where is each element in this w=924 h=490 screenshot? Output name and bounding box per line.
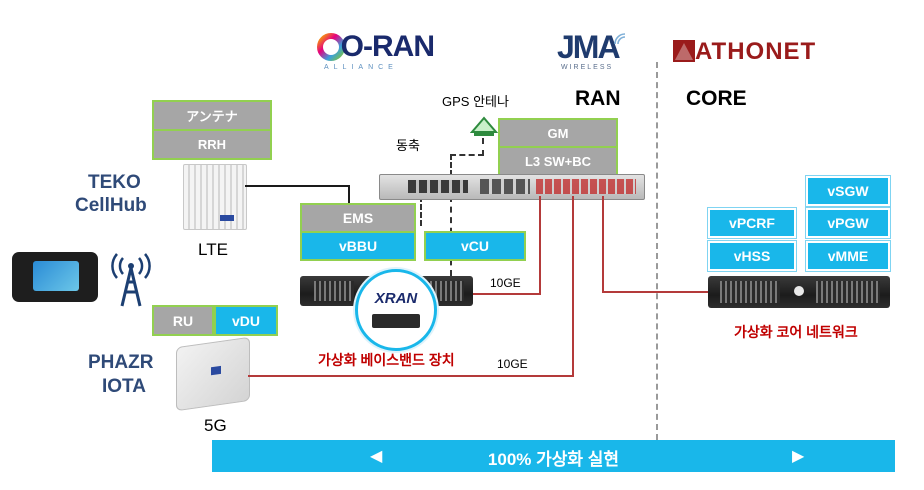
gps-coax-line-drop [450,154,452,176]
switch-sfp-ports-right [536,179,636,194]
core-server-power-button [794,286,804,296]
switch-to-baseband-link-vertical [539,196,541,295]
link1-label: 10GE [490,276,521,290]
mobile-hotspot-device [12,252,98,302]
teko-logo-line1: TEKO [88,172,141,193]
gps-antenna-icon [470,116,498,136]
teko-logo-line2: CellHub [75,195,147,216]
athonet-logo-text: ATHONET [695,38,817,65]
jma-logo-subtext: WIRELESS [561,64,614,71]
gps-coax-line-horizontal [450,154,484,156]
link2-label: 10GE [497,357,528,371]
banner-left-arrow-icon: ◀ [370,448,383,465]
phazr-radio-badge [211,365,221,376]
switch-to-core-link-vertical [602,196,604,293]
switch-rj45-ports [480,179,530,194]
gm-box: GM [498,118,618,148]
oran-ring-icon [317,33,345,61]
oran-logo-text: O-RAN [340,30,435,63]
core-server [708,276,890,308]
fiveg-label: 5G [204,416,227,435]
vmme-box: vMME [805,240,891,272]
rrh-label-sticker [220,215,234,221]
vhss-box: vHSS [707,240,797,272]
device-screen [33,261,79,291]
xran-server-image [372,314,420,328]
vsgw-box: vSGW [805,175,891,207]
athonet-logo: ATHONET [673,38,843,68]
switch-to-5g-link-horizontal [248,375,574,377]
switch-to-core-link-horizontal [602,291,709,293]
ran-core-divider [656,62,658,440]
athonet-mark-icon [673,40,695,62]
antenna-box: アンテナ [152,100,272,131]
baseband-server-grill-left [314,281,354,301]
vcu-box: vCU [424,231,526,261]
ran-section-label: RAN [575,87,621,110]
coax-to-baseband-line-2 [420,196,422,226]
virtualization-banner: ◀ 100% 가상화 실현 ▶ [212,440,895,472]
phazr-logo-line1: PHAZR [88,352,154,373]
switch-to-5g-link-vertical [572,196,574,377]
banner-right-arrow-icon: ▶ [792,448,805,465]
rrh-radio-unit-image [183,164,247,230]
gps-coax-line [482,138,484,156]
lte-label: LTE [198,240,228,259]
xran-logo-text: XRAN [374,290,418,307]
vpgw-box: vPGW [805,207,891,239]
ru-box: RU [152,305,214,336]
switch-to-baseband-link-horizontal [473,293,541,295]
jma-logo-text: JMA [557,29,621,65]
core-server-grill-right [816,281,880,303]
phazr-logo-line2: IOTA [102,376,146,397]
gps-antenna-label: GPS 안테나 [442,94,509,109]
core-server-grill-left [720,281,780,303]
vpcrf-box: vPCRF [707,207,797,239]
xran-badge: XRAN [355,269,437,351]
banner-text: 100% 가상화 실현 [487,450,620,469]
rrh-box: RRH [152,129,272,160]
wireless-signal-icon [614,33,626,45]
vdu-box: vDU [214,305,278,336]
core-caption: 가상화 코어 네트워크 [734,324,858,340]
l3-switch-box: L3 SW+BC [498,146,618,176]
ems-box: EMS [300,203,416,233]
oran-logo-subtext: ALLIANCE [324,64,398,71]
coax-label: 동축 [396,138,420,153]
baseband-caption: 가상화 베이스밴드 장치 [318,352,455,368]
cell-tower-icon [111,253,151,307]
jma-logo: JMA WIRELESS [555,28,630,74]
core-section-label: CORE [686,87,747,110]
l3-switch-appliance [379,174,645,200]
phazr-radio-unit-image [176,336,250,412]
vbbu-box: vBBU [300,231,416,261]
rrh-to-bbu-cable [245,185,350,187]
switch-sfp-ports-left [408,180,468,193]
rrh-to-bbu-cable-drop [348,185,350,203]
oran-logo: O-RAN ALLIANCE [316,30,435,74]
